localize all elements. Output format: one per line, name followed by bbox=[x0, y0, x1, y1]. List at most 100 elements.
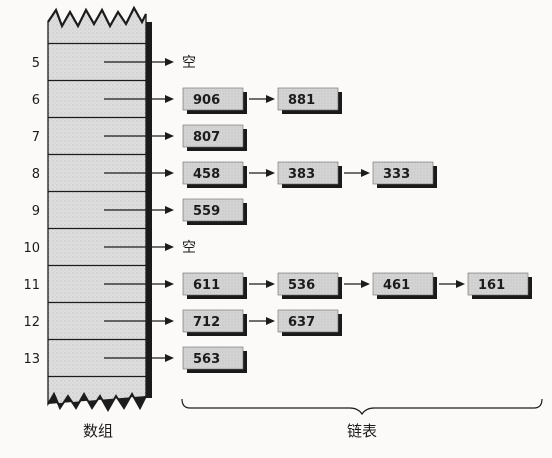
hash-row-11: 11 611 536 461 161 bbox=[23, 272, 532, 299]
next-pointer-arrow-head bbox=[266, 95, 275, 103]
slot-pointer-arrow bbox=[104, 317, 174, 325]
list-node: 712 bbox=[182, 309, 247, 336]
list-node-value: 611 bbox=[193, 278, 220, 293]
list-node: 536 bbox=[277, 272, 342, 299]
list-node-value: 906 bbox=[193, 93, 220, 108]
list-node: 906 bbox=[182, 87, 247, 114]
next-pointer-arrow-head bbox=[361, 169, 370, 177]
list-node-box bbox=[182, 87, 244, 111]
list-node-value: 559 bbox=[193, 204, 220, 219]
list-node-box bbox=[372, 161, 434, 185]
slot-pointer-arrow bbox=[104, 243, 174, 251]
list-node-value: 807 bbox=[193, 130, 220, 145]
list-node-box bbox=[182, 124, 244, 148]
hash-row-12: 12 712 637 bbox=[23, 309, 342, 336]
slot-pointer-arrow-head bbox=[165, 317, 174, 325]
empty-slot-label: 空 bbox=[182, 240, 196, 256]
slot-pointer-arrow bbox=[104, 58, 174, 66]
slot-index-label: 7 bbox=[32, 130, 40, 145]
list-node-box bbox=[277, 87, 339, 111]
slot-pointer-arrow-head bbox=[165, 206, 174, 214]
list-node-value: 333 bbox=[383, 167, 410, 182]
list-node-value: 161 bbox=[478, 278, 505, 293]
list-node: 333 bbox=[372, 161, 437, 188]
list-node-box bbox=[182, 309, 244, 333]
list-node: 458 bbox=[182, 161, 247, 188]
next-pointer-arrow bbox=[249, 169, 275, 177]
list-node: 383 bbox=[277, 161, 342, 188]
slot-index-label: 13 bbox=[23, 352, 40, 367]
next-pointer-arrow-head bbox=[361, 280, 370, 288]
array-torn-top bbox=[47, 5, 147, 29]
list-node-value: 536 bbox=[288, 278, 315, 293]
slot-index-label: 11 bbox=[23, 278, 40, 293]
list-node-value: 881 bbox=[288, 93, 315, 108]
slot-index-label: 9 bbox=[32, 204, 40, 219]
list-node-value: 563 bbox=[193, 352, 220, 367]
next-pointer-arrow-head bbox=[456, 280, 465, 288]
list-node-value: 458 bbox=[193, 167, 220, 182]
slot-pointer-arrow-head bbox=[165, 58, 174, 66]
list-node-value: 461 bbox=[383, 278, 410, 293]
list-node: 881 bbox=[277, 87, 342, 114]
list-node: 563 bbox=[182, 346, 247, 373]
next-pointer-arrow bbox=[344, 169, 370, 177]
hash-row-9: 9 559 bbox=[32, 198, 247, 225]
hash-row-8: 8 458 383 333 bbox=[32, 161, 437, 188]
array-body bbox=[47, 6, 147, 412]
slot-pointer-arrow bbox=[104, 206, 174, 214]
next-pointer-arrow bbox=[344, 280, 370, 288]
slot-pointer-arrow-head bbox=[165, 243, 174, 251]
list-node: 161 bbox=[467, 272, 532, 299]
list-node: 807 bbox=[182, 124, 247, 151]
slot-pointer-arrow-head bbox=[165, 169, 174, 177]
hash-row-10: 10 空 bbox=[23, 240, 196, 256]
list-node: 461 bbox=[372, 272, 437, 299]
list-node-box bbox=[182, 198, 244, 222]
next-pointer-arrow bbox=[439, 280, 465, 288]
next-pointer-arrow bbox=[249, 280, 275, 288]
list-node-value: 383 bbox=[288, 167, 315, 182]
list-node: 637 bbox=[277, 309, 342, 336]
slot-index-label: 10 bbox=[23, 241, 40, 256]
slot-pointer-arrow bbox=[104, 169, 174, 177]
next-pointer-arrow-head bbox=[266, 280, 275, 288]
array-column bbox=[47, 5, 152, 413]
slot-index-label: 5 bbox=[32, 56, 40, 71]
list-node-box bbox=[372, 272, 434, 296]
linked-list-label: 链表 bbox=[347, 422, 377, 440]
slot-index-label: 8 bbox=[32, 167, 40, 182]
list-node-box bbox=[182, 346, 244, 370]
slot-pointer-arrow bbox=[104, 354, 174, 362]
slot-pointer-arrow-head bbox=[165, 95, 174, 103]
list-node-box bbox=[277, 272, 339, 296]
hash-row-13: 13 563 bbox=[23, 346, 247, 373]
list-node-box bbox=[277, 309, 339, 333]
slot-pointer-arrow bbox=[104, 280, 174, 288]
list-node: 559 bbox=[182, 198, 247, 225]
linked-list-brace bbox=[181, 398, 543, 416]
list-node-box bbox=[182, 272, 244, 296]
array-label: 数组 bbox=[83, 422, 113, 440]
list-node-box bbox=[277, 161, 339, 185]
slot-index-label: 12 bbox=[23, 315, 40, 330]
list-node-box bbox=[467, 272, 529, 296]
slot-pointer-arrow-head bbox=[165, 354, 174, 362]
list-node-value: 637 bbox=[288, 315, 315, 330]
slot-pointer-arrow bbox=[104, 95, 174, 103]
list-node-value: 712 bbox=[193, 315, 220, 330]
next-pointer-arrow bbox=[249, 317, 275, 325]
next-pointer-arrow-head bbox=[266, 169, 275, 177]
next-pointer-arrow bbox=[249, 95, 275, 103]
array-torn-bottom bbox=[47, 391, 147, 413]
empty-slot-label: 空 bbox=[182, 55, 196, 71]
list-node-box bbox=[182, 161, 244, 185]
next-pointer-arrow-head bbox=[266, 317, 275, 325]
slot-pointer-arrow-head bbox=[165, 132, 174, 140]
hash-row-7: 7 807 bbox=[32, 124, 247, 151]
slot-pointer-arrow bbox=[104, 132, 174, 140]
